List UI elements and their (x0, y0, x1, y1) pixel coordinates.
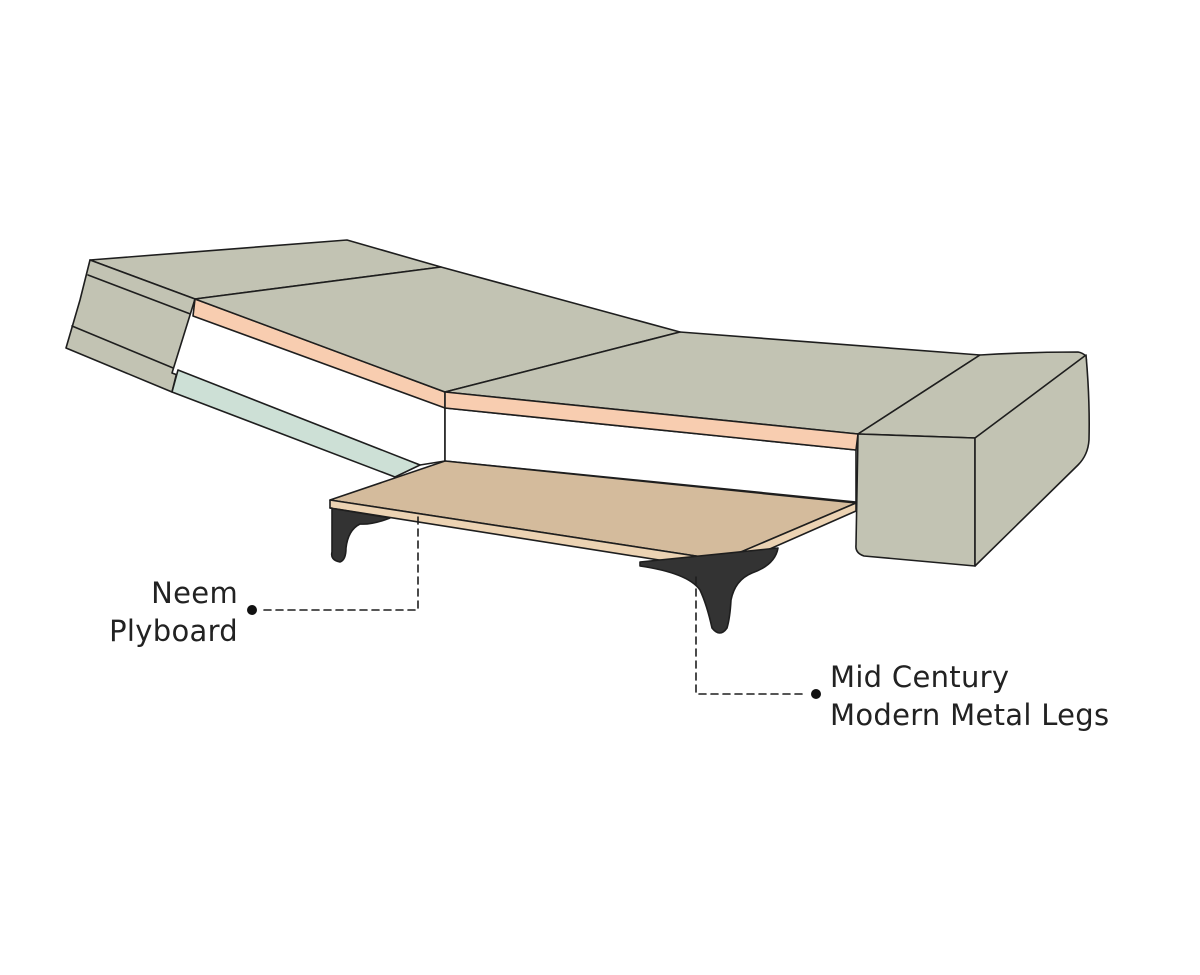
left-backrest-seam-lower (71, 325, 179, 371)
left-metal-leg (329, 507, 391, 563)
legs-callout-dot (811, 689, 821, 699)
left-backrest (65, 239, 442, 393)
plyboard-callout-line2: Plyboard (109, 614, 238, 648)
left-backrest-front-face (65, 259, 196, 393)
legs-callout-line2: Modern Metal Legs (830, 698, 1110, 732)
left-foam-mint-strip (171, 369, 421, 478)
legs-callout-leader (695, 576, 807, 695)
right-armrest-front (855, 433, 976, 567)
plyboard-callout-dot (247, 605, 257, 615)
left-backrest-seam (87, 274, 194, 316)
legs-callout-line1: Mid Century (830, 660, 1010, 694)
right-metal-leg (639, 547, 779, 634)
plyboard-callout-leader (261, 516, 419, 611)
plyboard-callout-label: Neem Plyboard (109, 574, 238, 650)
plyboard-callout-line1: Neem (151, 576, 238, 610)
right-foam-peach-strip (444, 391, 859, 451)
legs-callout-label: Mid Century Modern Metal Legs (830, 658, 1109, 734)
right-armrest-side (974, 354, 1090, 567)
right-armrest (855, 351, 1090, 567)
